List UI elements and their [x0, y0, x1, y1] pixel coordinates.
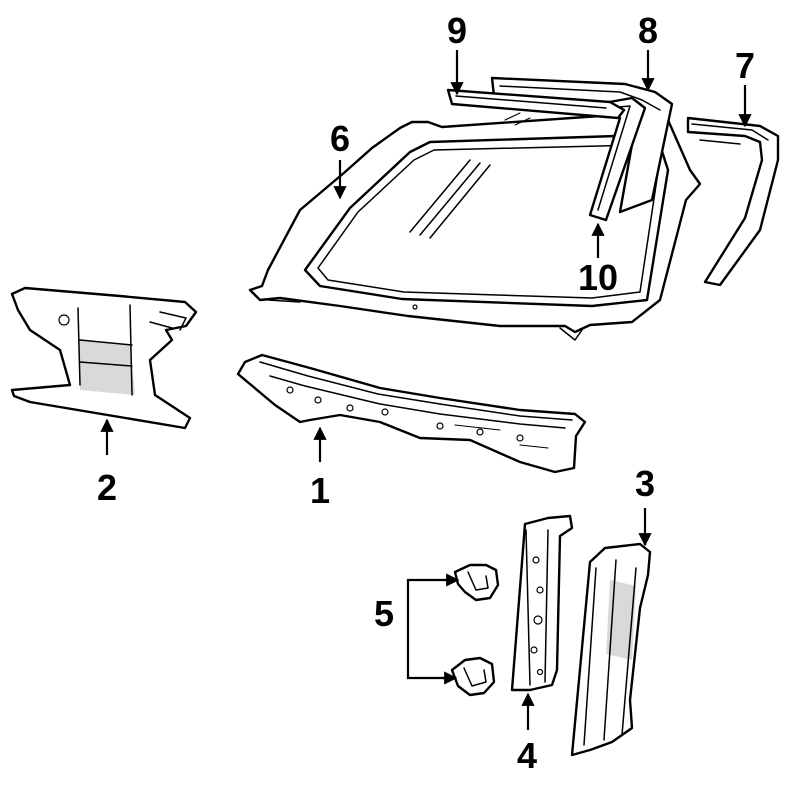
windshield-frame-part [248, 112, 702, 341]
callout-4: 4 [517, 735, 537, 776]
bracket-lower-part [450, 656, 496, 697]
callout-9: 9 [447, 10, 467, 51]
inner-pillar-part [510, 514, 574, 692]
outer-pillar-panel-part [570, 542, 652, 757]
cowl-side-panel-part [10, 286, 198, 430]
callout-3: 3 [635, 463, 655, 504]
callout-2: 2 [97, 467, 117, 508]
cowl-top-panel-part [236, 353, 587, 474]
bracket-upper-part [453, 563, 500, 602]
callout-5: 5 [374, 593, 394, 634]
callout-1: 1 [310, 470, 330, 511]
callout-10: 10 [578, 257, 618, 298]
callout-8: 8 [638, 10, 658, 51]
upper-molding-part [446, 88, 626, 120]
callout-6: 6 [330, 118, 350, 159]
callout-7: 7 [735, 45, 755, 86]
callout-labels: 1 2 3 4 5 6 7 8 9 10 [97, 10, 755, 776]
roof-side-garnish-part [686, 116, 780, 287]
leader-5-bracket [406, 578, 452, 680]
leader-lines [100, 50, 752, 730]
